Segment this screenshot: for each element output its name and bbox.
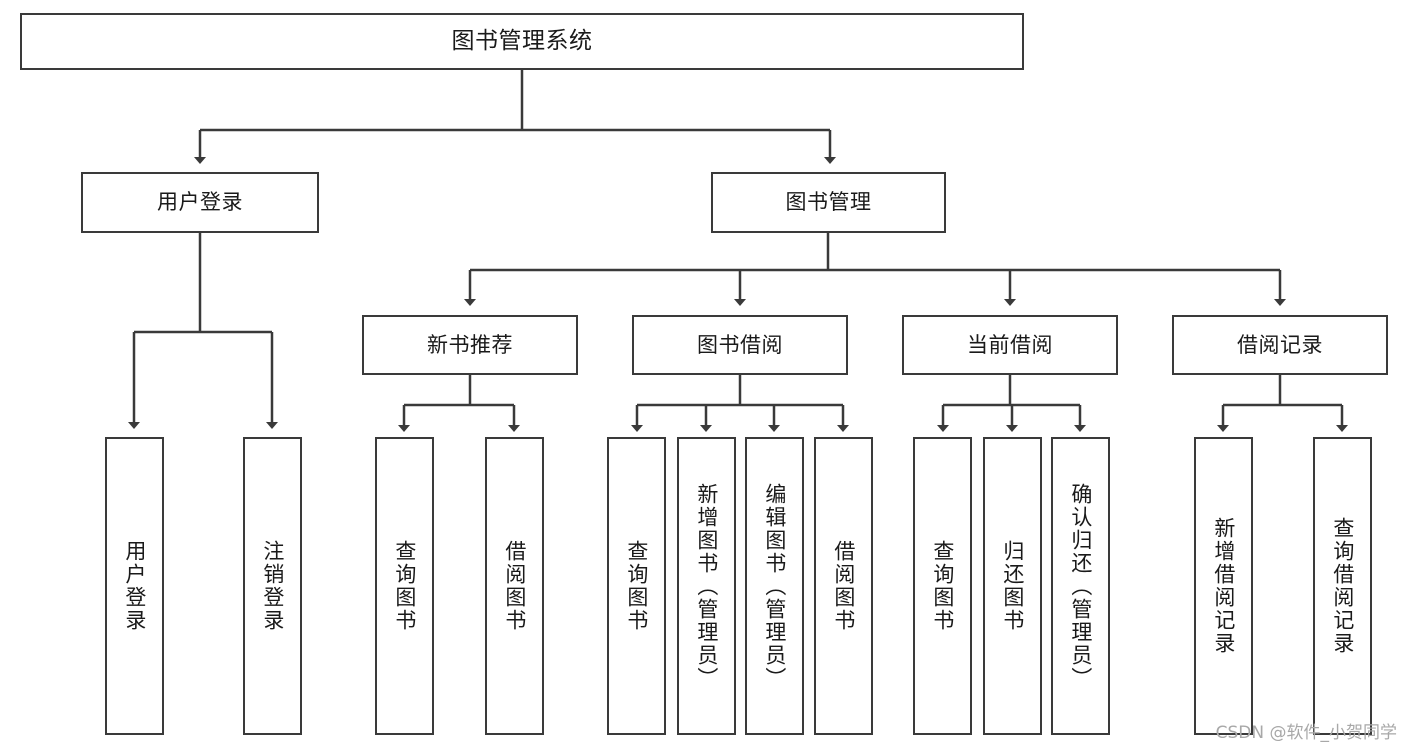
node-borrow-record-label: 借阅记录 bbox=[1237, 332, 1323, 357]
node-leaf-query-book-1-label: 查询图书 bbox=[392, 540, 417, 632]
node-leaf-edit-book[interactable]: 编辑图书（管理员） bbox=[745, 437, 804, 735]
node-root[interactable]: 图书管理系统 bbox=[20, 13, 1024, 70]
node-leaf-borrow-book-1[interactable]: 借阅图书 bbox=[485, 437, 544, 735]
node-leaf-borrow-book-2-label: 借阅图书 bbox=[831, 540, 856, 632]
node-leaf-edit-book-label: 编辑图书（管理员） bbox=[762, 482, 787, 690]
node-leaf-borrow-book-2[interactable]: 借阅图书 bbox=[814, 437, 873, 735]
node-leaf-query-book-2-label: 查询图书 bbox=[624, 540, 649, 632]
node-leaf-query-record[interactable]: 查询借阅记录 bbox=[1313, 437, 1372, 735]
node-leaf-query-book-3[interactable]: 查询图书 bbox=[913, 437, 972, 735]
node-new-book-recommend[interactable]: 新书推荐 bbox=[362, 315, 578, 375]
node-leaf-query-book-1[interactable]: 查询图书 bbox=[375, 437, 434, 735]
node-leaf-logout-login-label: 注销登录 bbox=[260, 540, 285, 632]
node-book-manage[interactable]: 图书管理 bbox=[711, 172, 946, 233]
node-leaf-query-book-2[interactable]: 查询图书 bbox=[607, 437, 666, 735]
node-user-login-label: 用户登录 bbox=[157, 190, 243, 215]
node-leaf-confirm-return-label: 确认归还（管理员） bbox=[1068, 482, 1093, 690]
node-leaf-user-login-label: 用户登录 bbox=[122, 540, 147, 632]
node-root-label: 图书管理系统 bbox=[451, 27, 593, 54]
watermark: CSDN @软件_小贺同学 bbox=[1215, 723, 1397, 743]
node-leaf-add-record-label: 新增借阅记录 bbox=[1211, 517, 1236, 655]
node-book-borrow-label: 图书借阅 bbox=[697, 332, 783, 357]
node-leaf-query-record-label: 查询借阅记录 bbox=[1330, 517, 1355, 655]
node-leaf-logout-login[interactable]: 注销登录 bbox=[243, 437, 302, 735]
node-leaf-return-book[interactable]: 归还图书 bbox=[983, 437, 1042, 735]
node-current-borrow-label: 当前借阅 bbox=[967, 332, 1053, 357]
node-book-borrow[interactable]: 图书借阅 bbox=[632, 315, 848, 375]
node-leaf-add-record[interactable]: 新增借阅记录 bbox=[1194, 437, 1253, 735]
node-book-manage-label: 图书管理 bbox=[785, 190, 872, 215]
node-current-borrow[interactable]: 当前借阅 bbox=[902, 315, 1118, 375]
node-leaf-borrow-book-1-label: 借阅图书 bbox=[502, 540, 527, 632]
node-leaf-query-book-3-label: 查询图书 bbox=[930, 540, 955, 632]
node-leaf-confirm-return[interactable]: 确认归还（管理员） bbox=[1051, 437, 1110, 735]
node-leaf-return-book-label: 归还图书 bbox=[1000, 540, 1025, 632]
node-leaf-add-book[interactable]: 新增图书（管理员） bbox=[677, 437, 736, 735]
node-new-book-recommend-label: 新书推荐 bbox=[427, 332, 513, 357]
node-leaf-add-book-label: 新增图书（管理员） bbox=[694, 482, 719, 690]
node-user-login[interactable]: 用户登录 bbox=[81, 172, 319, 233]
node-leaf-user-login[interactable]: 用户登录 bbox=[105, 437, 164, 735]
node-borrow-record[interactable]: 借阅记录 bbox=[1172, 315, 1388, 375]
